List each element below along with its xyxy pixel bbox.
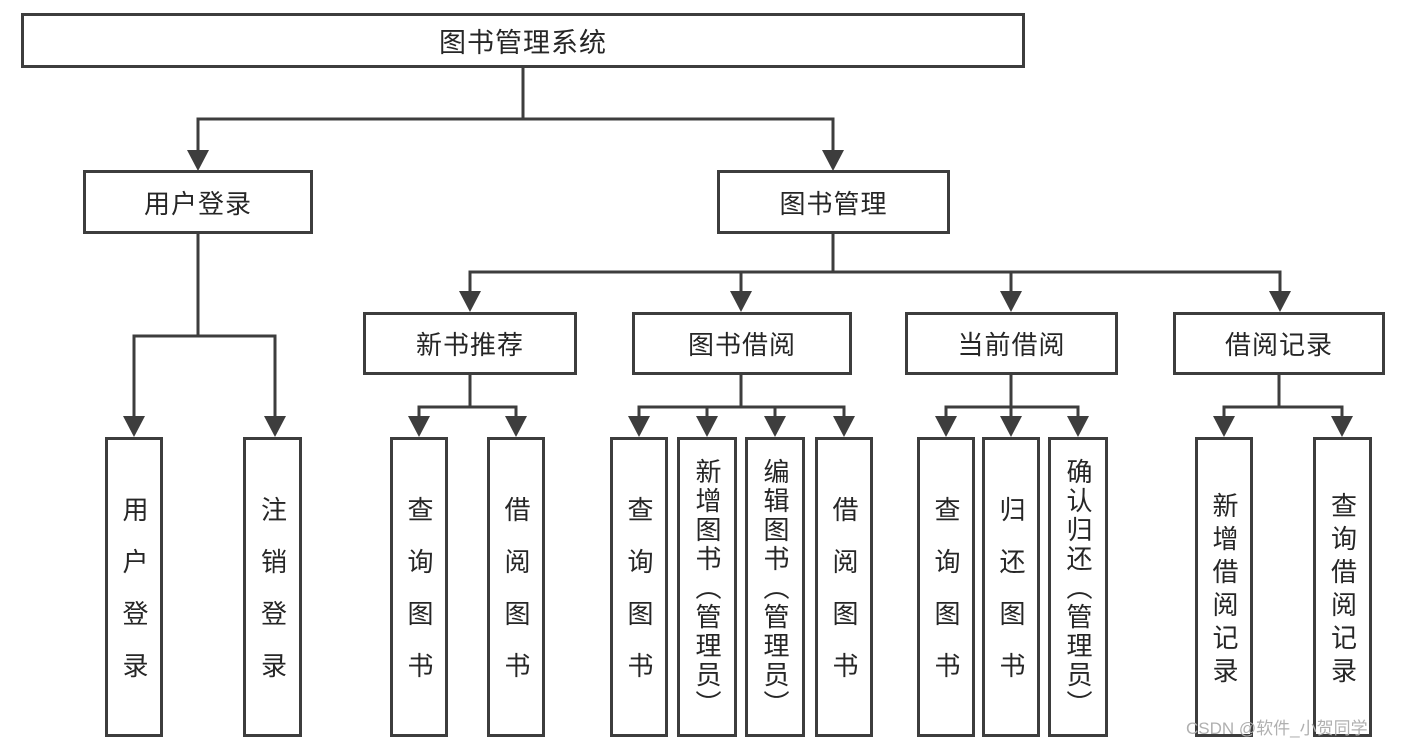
node-library-system: 图书管理系统: [21, 13, 1025, 68]
node-book-management: 图书管理: [717, 170, 950, 234]
node-new-book-recommend: 新书推荐: [363, 312, 577, 375]
leaf-add-books-admin-label: 新增图书（管理员）: [692, 458, 722, 719]
node-book-borrow-label: 图书借阅: [687, 330, 796, 360]
node-borrow-records: 借阅记录: [1173, 312, 1385, 375]
node-borrow-records-label: 借阅记录: [1224, 330, 1333, 360]
leaf-current-query-books: 查询图书: [917, 437, 975, 737]
leaf-add-borrow-record: 新增借阅记录: [1195, 437, 1253, 737]
node-book-borrow: 图书借阅: [632, 312, 852, 375]
leaf-recommend-borrow-books-label: 借阅图书: [501, 496, 531, 704]
leaf-edit-books-admin-label: 编辑图书（管理员）: [760, 458, 790, 719]
leaf-borrow-query-books: 查询图书: [610, 437, 668, 737]
leaf-recommend-borrow-books: 借阅图书: [487, 437, 545, 737]
arrowheads: [123, 150, 1353, 437]
leaf-user-login-label: 用户登录: [119, 496, 149, 704]
leaf-query-borrow-record: 查询借阅记录: [1313, 437, 1372, 737]
node-library-system-label: 图书管理系统: [439, 28, 607, 58]
leaf-confirm-return-admin: 确认归还（管理员）: [1048, 437, 1108, 737]
leaf-logout-label: 注销登录: [257, 496, 288, 704]
leaf-current-query-books-label: 查询图书: [931, 496, 961, 704]
node-book-management-label: 图书管理: [779, 188, 888, 219]
leaf-confirm-return-admin-label: 确认归还（管理员）: [1063, 458, 1093, 719]
leaf-add-borrow-record-label: 新增借阅记录: [1209, 491, 1239, 690]
leaf-borrow-query-books-label: 查询图书: [624, 496, 654, 704]
leaf-add-books-admin: 新增图书（管理员）: [677, 437, 737, 737]
leaf-query-borrow-record-label: 查询借阅记录: [1327, 491, 1358, 690]
csdn-watermark: CSDN @软件_小贺同学: [1186, 719, 1368, 738]
node-current-borrow-label: 当前借阅: [957, 330, 1066, 360]
leaf-edit-books-admin: 编辑图书（管理员）: [745, 437, 805, 737]
leaf-borrow-books-label: 借阅图书: [829, 496, 859, 704]
leaf-recommend-query-books: 查询图书: [390, 437, 448, 737]
node-user-login-label: 用户登录: [143, 188, 252, 219]
leaf-return-books: 归还图书: [982, 437, 1040, 737]
leaf-return-books-label: 归还图书: [996, 496, 1026, 704]
leaf-logout: 注销登录: [243, 437, 302, 737]
node-user-login: 用户登录: [83, 170, 313, 234]
node-current-borrow: 当前借阅: [905, 312, 1118, 375]
leaf-user-login: 用户登录: [105, 437, 163, 737]
leaf-borrow-books: 借阅图书: [815, 437, 873, 737]
node-new-book-recommend-label: 新书推荐: [415, 330, 524, 360]
leaf-recommend-query-books-label: 查询图书: [404, 496, 434, 704]
